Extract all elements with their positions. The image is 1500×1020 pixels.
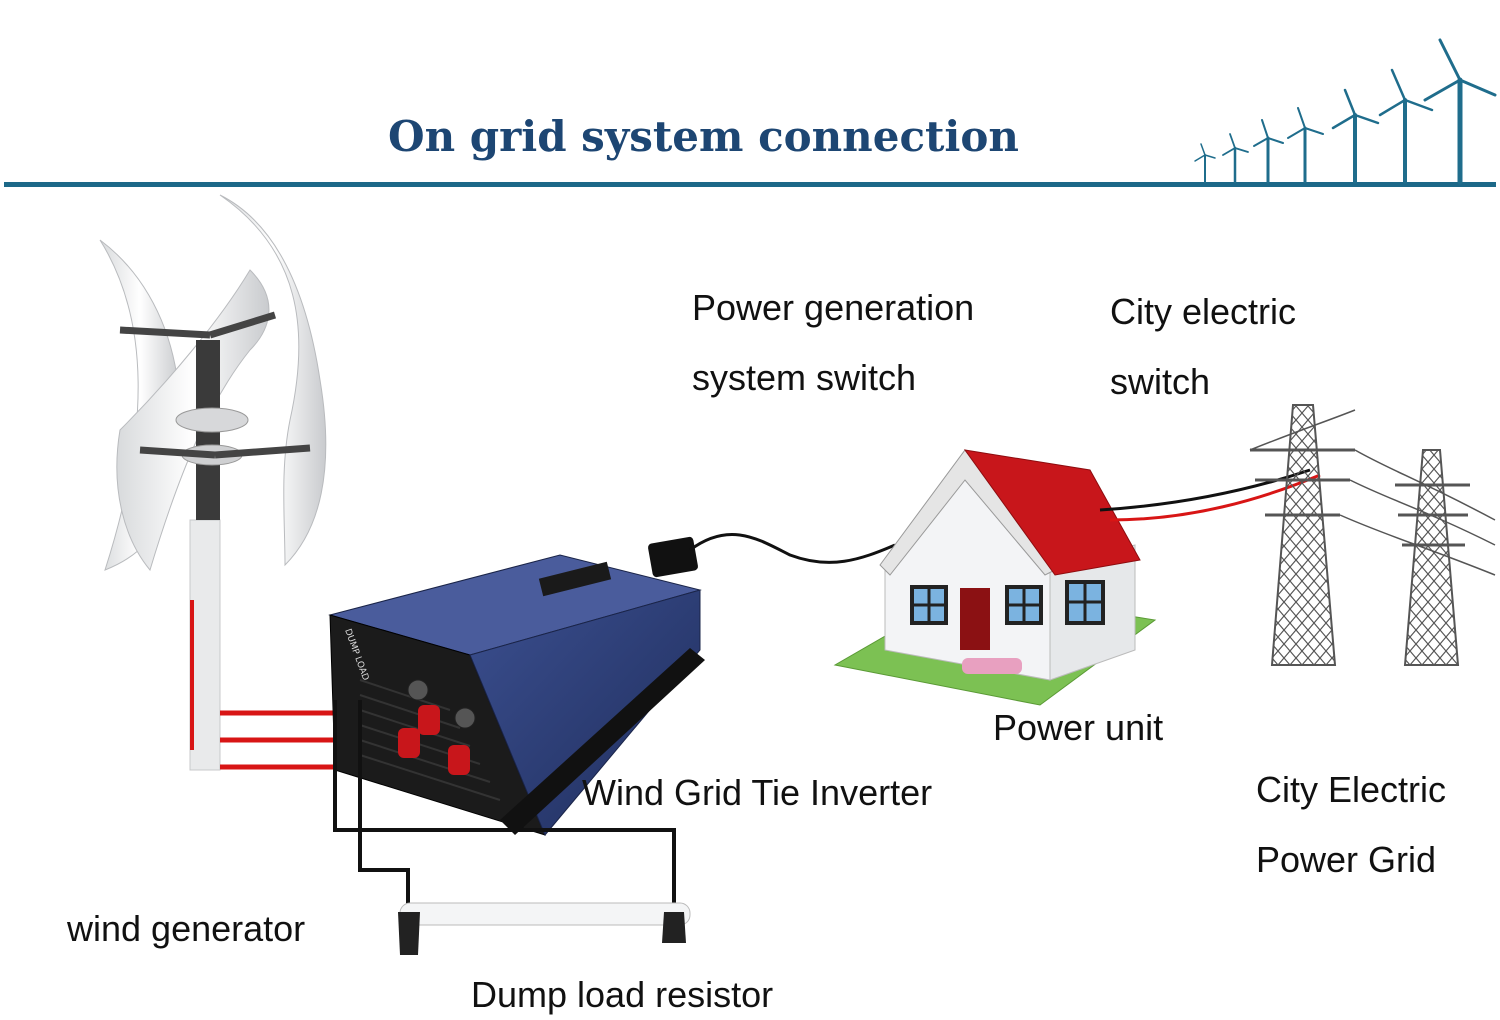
city-grid-label: Power Grid bbox=[1256, 839, 1437, 880]
city-grid-label: City Electric bbox=[1256, 769, 1447, 810]
turbine-pole bbox=[189, 519, 221, 771]
turbine-icon bbox=[1222, 133, 1249, 184]
inverter-display bbox=[538, 561, 612, 597]
city-electric-switch-label: switch bbox=[1110, 361, 1211, 402]
power-pylon-icon bbox=[1395, 449, 1470, 666]
city-electric-switch-label: City electric bbox=[1110, 291, 1297, 332]
turbine-icon bbox=[1378, 68, 1434, 184]
terminal-red bbox=[418, 705, 440, 735]
dump-load-label: Dump load resistor bbox=[471, 974, 774, 1015]
house-illustration bbox=[833, 449, 1157, 706]
turbine-icon bbox=[1253, 119, 1284, 184]
dump-load-resistor-illustration bbox=[398, 902, 691, 955]
inverter-illustration: DUMP LOAD bbox=[328, 554, 705, 836]
inverter-label: Wind Grid Tie Inverter bbox=[582, 772, 933, 813]
title-underline bbox=[4, 182, 1496, 187]
power-unit-label: Power unit bbox=[993, 707, 1164, 748]
power-lines bbox=[1249, 409, 1496, 576]
power-pylon-icon bbox=[1250, 404, 1355, 666]
house-door bbox=[960, 588, 990, 650]
flower-bed bbox=[962, 658, 1022, 674]
dump-load-wires bbox=[333, 700, 676, 910]
turbine-blade bbox=[219, 194, 327, 567]
power-generation-switch-label: system switch bbox=[692, 357, 917, 398]
wind-generator-label: wind generator bbox=[67, 908, 306, 949]
turbine-icon bbox=[1287, 107, 1324, 184]
wind-turbine-illustration bbox=[99, 194, 327, 771]
terminal-red bbox=[448, 745, 470, 775]
page-title: On grid system connection bbox=[388, 112, 1019, 161]
turbine-icon bbox=[1194, 143, 1216, 183]
power-generation-switch-label: Power generation bbox=[692, 287, 975, 328]
ac-plug bbox=[648, 532, 896, 578]
turbine-icon bbox=[1423, 38, 1497, 185]
inverter-mount bbox=[500, 648, 705, 835]
header-turbines-icon bbox=[1194, 38, 1497, 185]
terminal-red bbox=[398, 728, 420, 758]
house-roof bbox=[963, 449, 1141, 576]
turbine-icon bbox=[1331, 88, 1380, 184]
